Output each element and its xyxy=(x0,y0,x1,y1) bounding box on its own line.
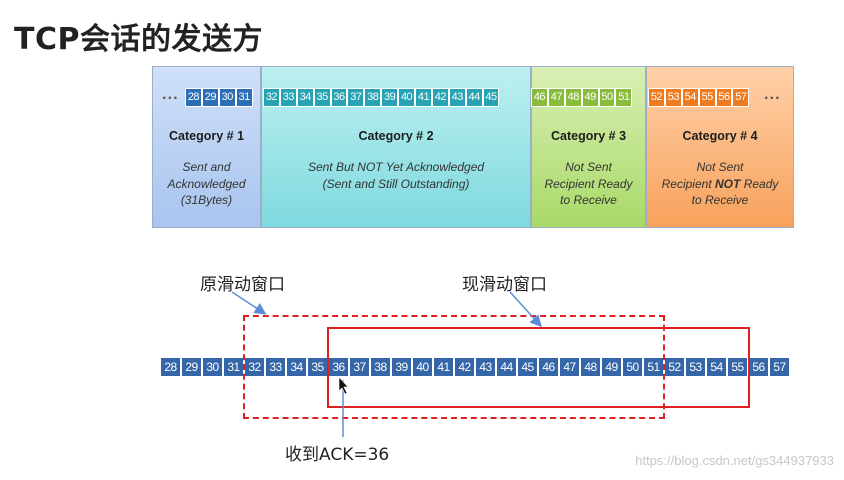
byte-cell: 40 xyxy=(398,88,416,107)
byte-cell: 53 xyxy=(664,88,682,107)
sequence-cell: 32 xyxy=(244,357,265,377)
category-2-desc: Sent But NOT Yet Acknowledged (Sent and … xyxy=(307,160,485,191)
sequence-cell: 42 xyxy=(454,357,475,377)
sequence-cell: 39 xyxy=(391,357,412,377)
sequence-cell: 46 xyxy=(538,357,559,377)
old-window-label: 原滑动窗口 xyxy=(200,275,285,295)
byte-cell: 34 xyxy=(296,88,314,107)
new-sliding-window xyxy=(327,327,750,408)
category-3-title: Category # 3 xyxy=(550,129,627,143)
byte-cell: 48 xyxy=(564,88,582,107)
byte-cell: 31 xyxy=(235,88,253,107)
sequence-cell: 47 xyxy=(559,357,580,377)
sequence-cell: 45 xyxy=(517,357,538,377)
category-1-desc: Sent and Acknowledged (31Bytes) xyxy=(167,160,246,207)
ack-label: 收到ACK=36 xyxy=(285,445,390,465)
sequence-cell: 44 xyxy=(496,357,517,377)
byte-cell: 32 xyxy=(263,88,280,107)
byte-cell: 57 xyxy=(732,88,750,107)
category-diagram: Category # 1 Sent and Acknowledged (31By… xyxy=(152,66,794,228)
category-3-desc: Not Sent Recipient Ready to Receive xyxy=(544,160,633,207)
sequence-cell: 33 xyxy=(265,357,286,377)
byte-cell: 28 xyxy=(185,88,202,107)
sequence-cell: 49 xyxy=(601,357,622,377)
watermark: https://blog.csdn.net/gs344937933 xyxy=(635,453,834,468)
byte-cell: 42 xyxy=(431,88,449,107)
byte-cell: 29 xyxy=(201,88,219,107)
sequence-cell: 54 xyxy=(706,357,727,377)
sequence-cell: 40 xyxy=(412,357,433,377)
sequence-cell: 55 xyxy=(727,357,748,377)
cursor-icon xyxy=(338,376,349,395)
byte-cell: 39 xyxy=(381,88,399,107)
sequence-cell: 31 xyxy=(223,357,244,377)
sequence-cell: 34 xyxy=(286,357,307,377)
page-title: TCP会话的发送方 xyxy=(14,22,263,57)
category-2-title: Category # 2 xyxy=(358,129,434,143)
sequence-cell: 30 xyxy=(202,357,223,377)
byte-cell: 43 xyxy=(448,88,466,107)
sequence-cell: 28 xyxy=(160,357,181,377)
sequence-cell: 50 xyxy=(622,357,643,377)
byte-cell: 55 xyxy=(698,88,716,107)
sequence-cell: 53 xyxy=(685,357,706,377)
category-4-title: Category # 4 xyxy=(682,129,758,143)
byte-cell: 45 xyxy=(482,88,500,107)
sequence-cell: 57 xyxy=(769,357,790,377)
category-4-desc: Not Sent Recipient NOT Ready to Receive xyxy=(661,160,779,207)
byte-cell: 44 xyxy=(465,88,483,107)
byte-cell: 51 xyxy=(615,88,633,107)
byte-cell: 49 xyxy=(581,88,599,107)
byte-cell: 52 xyxy=(648,88,665,107)
new-window-label: 现滑动窗口 xyxy=(462,275,547,295)
byte-cell: 54 xyxy=(681,88,699,107)
new-window-arrow xyxy=(509,291,543,328)
sequence-cell: 38 xyxy=(370,357,391,377)
byte-cell: 50 xyxy=(598,88,616,107)
sequence-cell: 51 xyxy=(643,357,664,377)
byte-cell: 33 xyxy=(279,88,297,107)
byte-cell: 46 xyxy=(531,88,548,107)
byte-cell: 38 xyxy=(364,88,382,107)
byte-cell: 47 xyxy=(547,88,565,107)
byte-cell: 37 xyxy=(347,88,365,107)
byte-cell: 41 xyxy=(415,88,432,107)
category-1-title: Category # 1 xyxy=(168,129,245,143)
sequence-cell: 41 xyxy=(433,357,454,377)
byte-cell: 56 xyxy=(715,88,733,107)
old-sliding-window xyxy=(243,315,665,419)
ellipsis-right: ... xyxy=(764,88,781,102)
old-window-arrow xyxy=(231,291,267,315)
ellipsis-left: ... xyxy=(162,88,179,102)
sequence-cell: 37 xyxy=(349,357,370,377)
byte-cell: 36 xyxy=(330,88,348,107)
byte-cell: 35 xyxy=(313,88,331,107)
sequence-cell: 43 xyxy=(475,357,496,377)
byte-cell: 30 xyxy=(218,88,236,107)
sequence-cell: 48 xyxy=(580,357,601,377)
sequence-cell: 29 xyxy=(181,357,202,377)
